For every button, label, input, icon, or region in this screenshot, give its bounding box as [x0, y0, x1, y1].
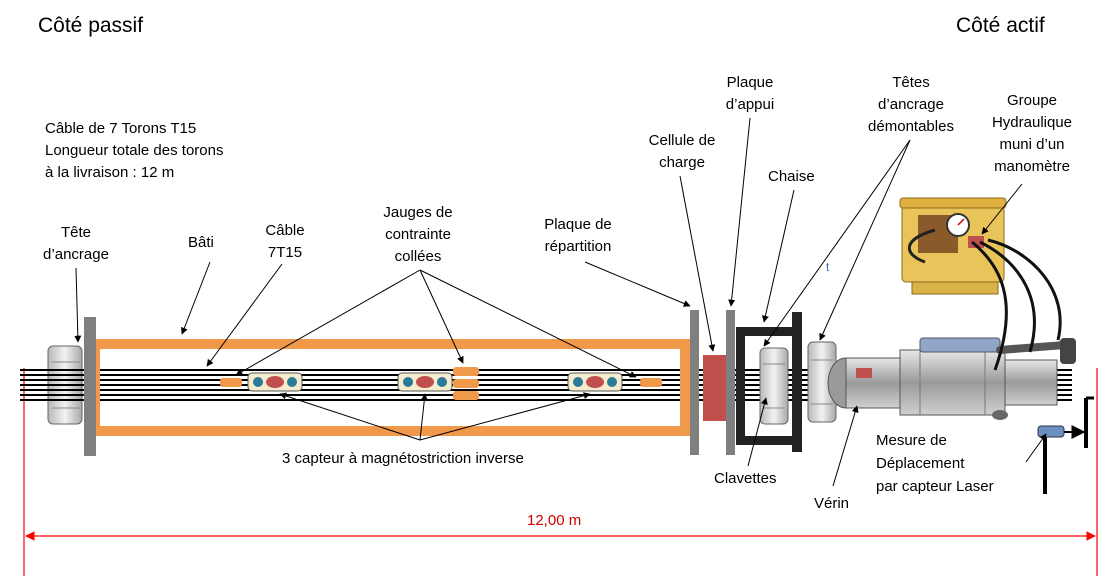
left-plate: [84, 317, 96, 456]
chair-label: Chaise: [768, 168, 815, 185]
jack-label: Vérin: [814, 495, 850, 512]
distribution-plate: [690, 310, 699, 455]
hydraulic-jack-icon: [827, 337, 1076, 420]
removable-anchor-head: [807, 341, 837, 423]
strain-gauges: [220, 367, 662, 400]
cable-info-line-1: Câble de 7 Torons T15: [45, 120, 197, 137]
cable-info-line-3: à la livraison : 12 m: [45, 164, 175, 181]
magnetostriction-sensor-icon: [247, 372, 623, 392]
wedges: [759, 347, 789, 425]
wedges-label: Clavettes: [714, 470, 777, 487]
hydraulic-hoses: [971, 238, 1062, 371]
pointer-arrows: [74, 117, 1047, 487]
load-cell: [703, 355, 728, 421]
sensors-label: 3 capteur à magnétostriction inverse: [282, 450, 524, 467]
cable-info-line-2: Longueur totale des torons: [45, 142, 224, 159]
laser-sensor-icon: [1037, 396, 1094, 494]
active-side-label: Côté actif: [956, 14, 1045, 37]
dimension-line: [23, 368, 1098, 576]
stray-label: t: [826, 260, 830, 274]
dimension-label: 12,00 m: [527, 512, 582, 529]
chair: [736, 312, 802, 452]
bearing-plate: [726, 310, 735, 455]
passive-side-label: Côté passif: [38, 14, 144, 37]
hydraulic-pump-icon: [899, 197, 1007, 295]
frame-label: Bâti: [188, 234, 214, 251]
